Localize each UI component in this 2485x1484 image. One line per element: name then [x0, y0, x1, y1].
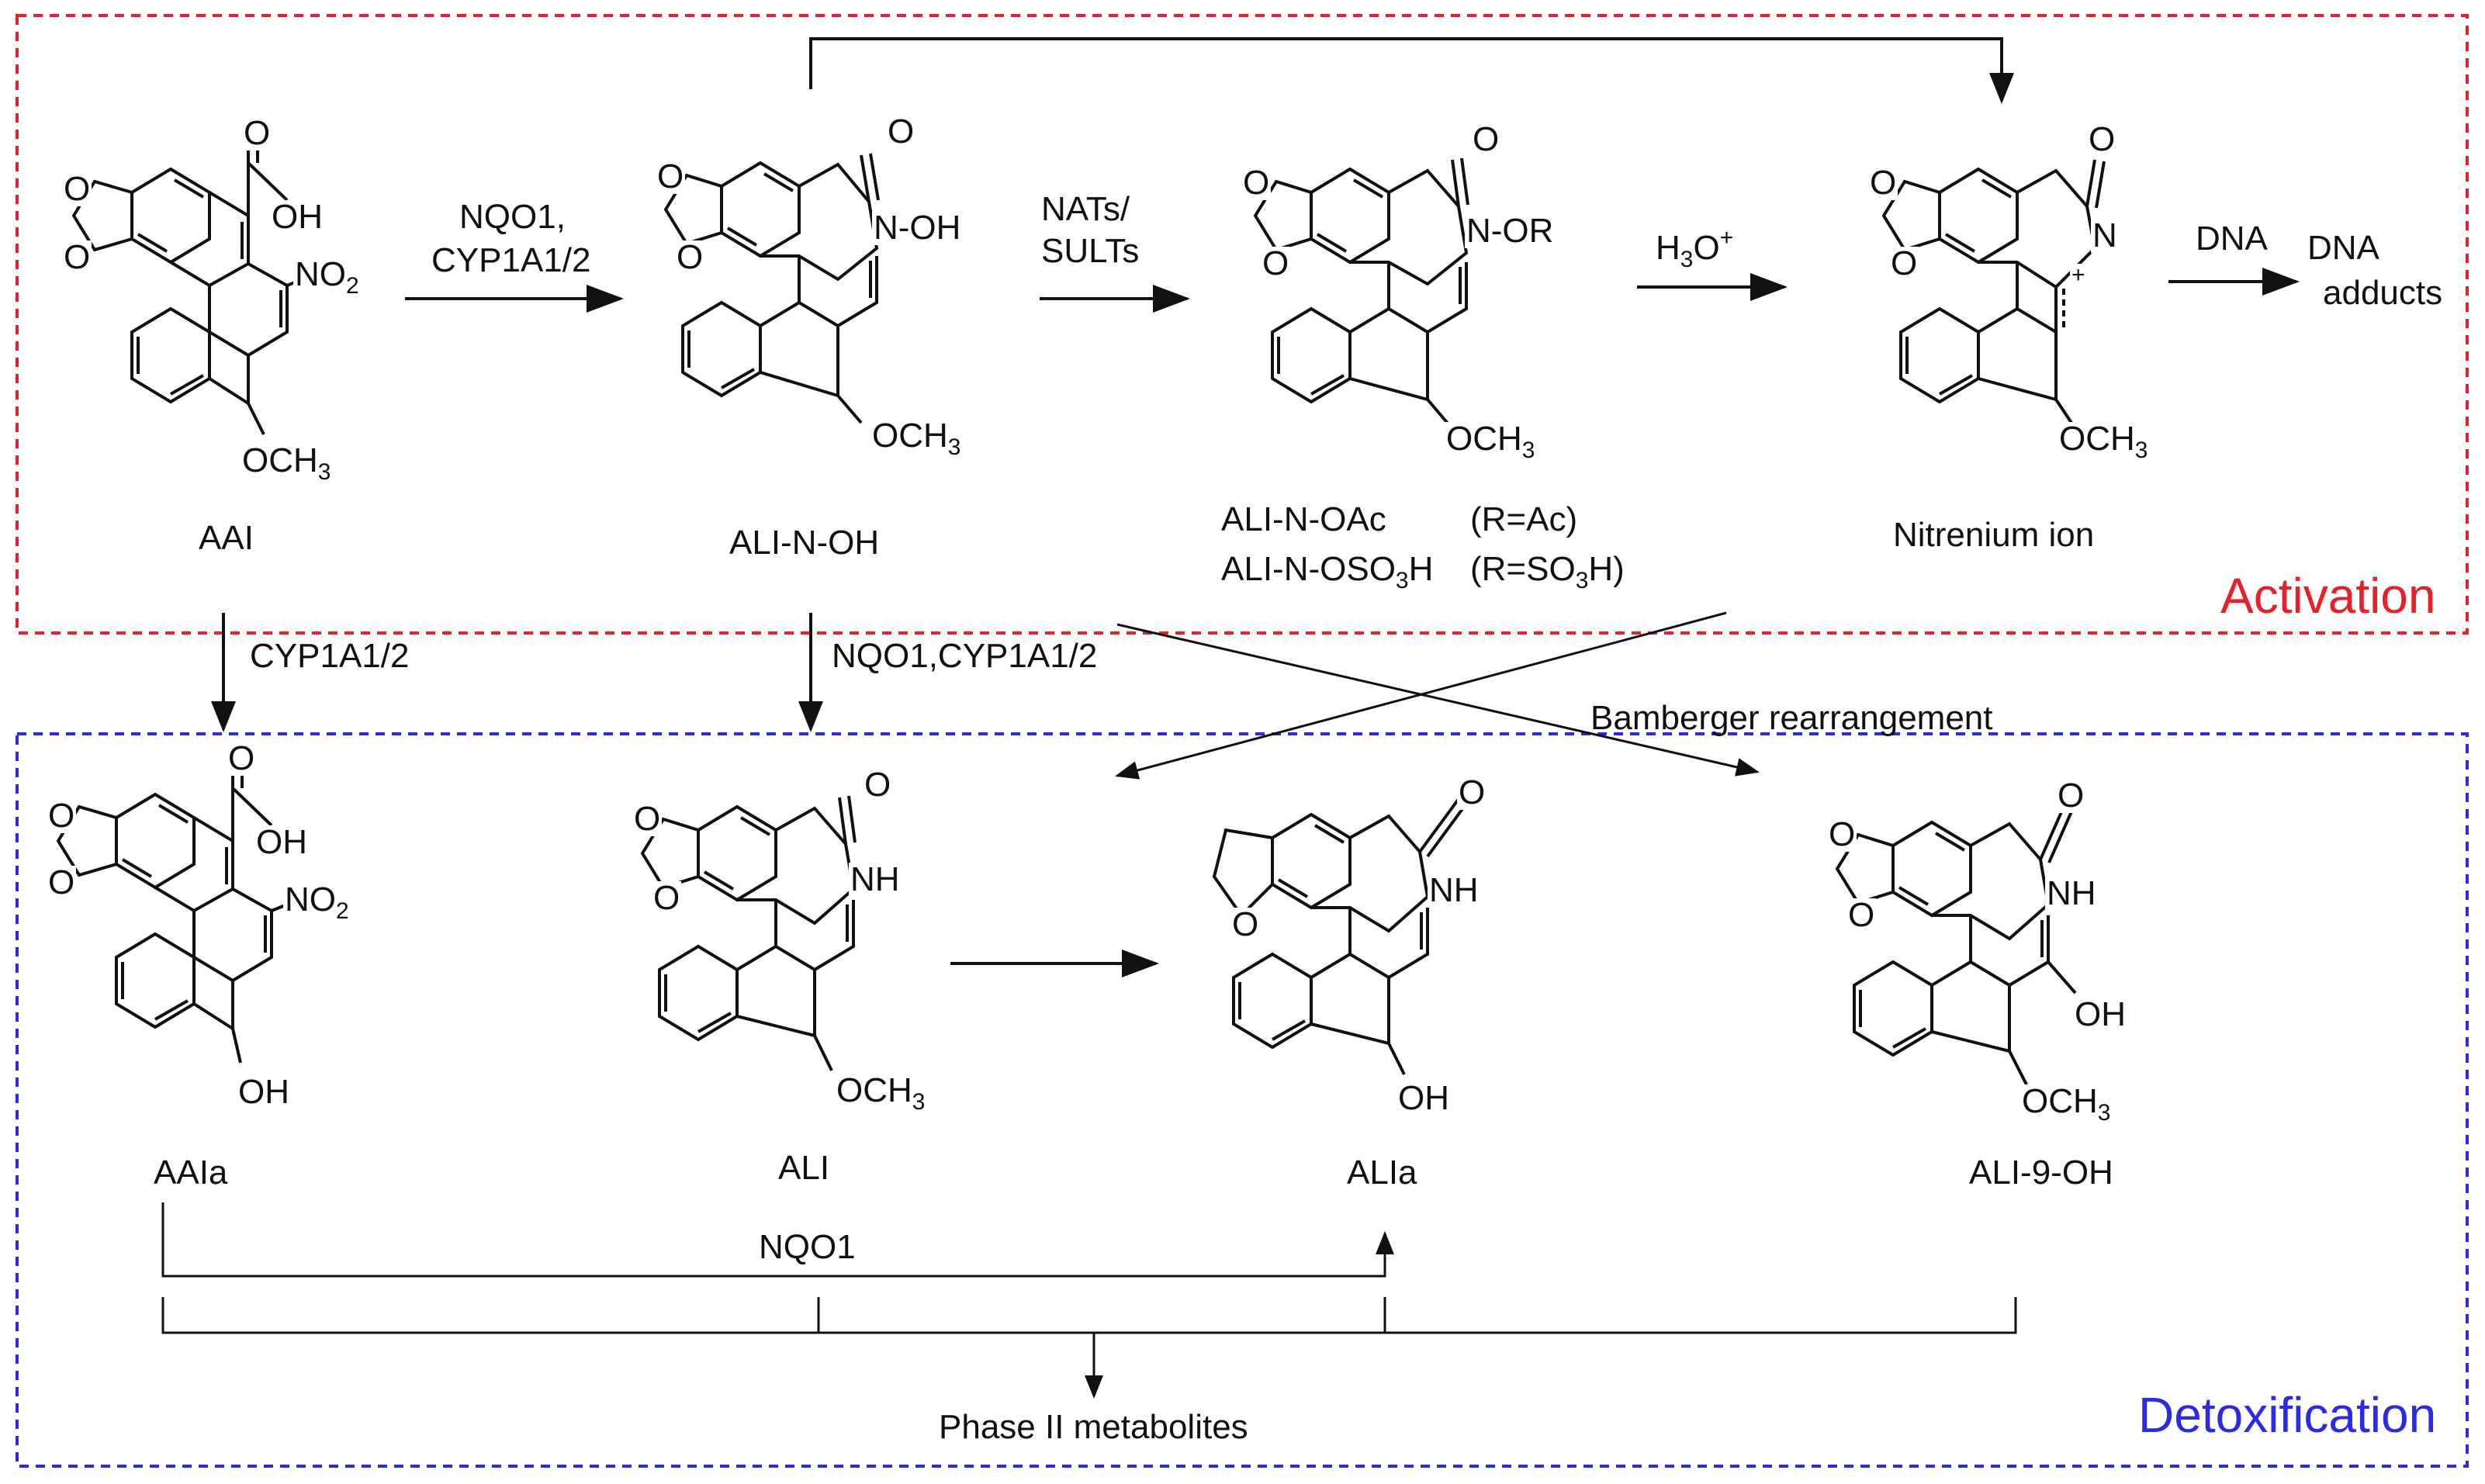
atom-label: NO2 — [293, 255, 361, 299]
compound-label-dna-adducts-1: DNA — [2307, 229, 2379, 267]
reagent-label-dna: DNA — [2196, 220, 2268, 258]
detoxification-region — [16, 732, 2469, 1468]
alia-structure — [1212, 797, 1468, 1075]
atom-label: O — [47, 797, 77, 835]
atom-label: O — [1889, 244, 1919, 282]
atom-label: O — [62, 238, 92, 276]
atom-label: NH — [1428, 871, 1480, 909]
ali-9-oh-structure — [1835, 806, 2077, 1085]
atom-label: O — [2056, 777, 2086, 815]
atom-label: OH — [270, 198, 324, 236]
atom-label: O — [1457, 773, 1487, 811]
atom-label: OH — [254, 823, 309, 861]
compound-label-alia: ALIa — [1347, 1154, 1417, 1192]
region-title-detoxification: Detoxification — [2138, 1387, 2437, 1443]
ali-n-oh-structure — [663, 153, 880, 424]
compound-label-r-so3h: (R=SO3H) — [1470, 550, 1625, 593]
aaia-structure — [56, 757, 303, 1064]
enzyme-label-cyp-down: CYP1A1/2 — [250, 637, 410, 675]
phase2-bracket — [161, 1297, 2017, 1334]
compound-label-ali-9-oh: ALI-9-OH — [1969, 1154, 2113, 1192]
atom-label: NO2 — [283, 880, 351, 924]
atom-label: O — [656, 157, 686, 195]
enzyme-label-cyp: CYP1A1/2 — [431, 241, 591, 279]
aai-structure — [71, 132, 319, 435]
atom-label: O — [1846, 896, 1877, 934]
reagent-label-h3o: H3O+ — [1656, 225, 1734, 272]
nqo1-bracket — [161, 1202, 1394, 1278]
compound-label-ali-n-oac: ALI-N-OAc — [1221, 500, 1386, 538]
compound-label-ali: ALI — [778, 1149, 830, 1187]
ali-n-or-structure — [1253, 157, 1469, 427]
atom-label: O — [1471, 120, 1501, 158]
atom-label: O — [227, 739, 257, 777]
atom-label: NH — [2045, 874, 2098, 912]
atom-label: OCH3 — [1445, 420, 1537, 463]
atom-label: O — [632, 800, 663, 838]
compound-label-dna-adducts-2: adducts — [2323, 274, 2443, 312]
atom-label: O — [1827, 815, 1857, 853]
compound-label-ali-n-oh: ALI-N-OH — [729, 524, 880, 562]
enzyme-label-sults: SULTs — [1041, 232, 1140, 270]
atom-label: O — [652, 879, 682, 917]
arrow-bamberger — [1116, 623, 1760, 777]
atom-label: OCH3 — [870, 417, 963, 460]
atom-label: OCH3 — [2058, 420, 2150, 463]
atom-label: N-OR — [1465, 212, 1556, 250]
atom-label: O — [1868, 164, 1898, 202]
atom-label: O — [863, 766, 893, 804]
enzyme-label-nqo1-bracket: NQO1 — [759, 1228, 856, 1266]
atom-label: OCH3 — [835, 1071, 927, 1115]
compound-label-aai: AAI — [199, 519, 254, 557]
activation-region — [16, 14, 2469, 635]
ali-structure — [640, 795, 857, 1071]
charge-label: + — [2070, 262, 2087, 288]
atom-label: O — [886, 112, 916, 150]
atom-label: O — [1261, 244, 1291, 282]
atom-label: OCH3 — [2020, 1082, 2113, 1126]
atom-label: O — [1230, 905, 1261, 943]
compound-label-r-ac: (R=Ac) — [1470, 500, 1578, 538]
enzyme-label-nqo1: NQO1, — [459, 198, 566, 236]
enzyme-label-nats: NATs/ — [1041, 190, 1130, 228]
enzyme-label-nqo1-cyp-down: NQO1,CYP1A1/2 — [832, 637, 1098, 675]
compound-label-phase2: Phase II metabolites — [939, 1408, 1248, 1446]
atom-label: OCH3 — [241, 441, 333, 485]
atom-label: O — [242, 114, 272, 152]
atom-label: OH — [1397, 1079, 1451, 1117]
atom-label: O — [675, 238, 705, 276]
compound-label-ali-n-oso3h: ALI-N-OSO3H — [1221, 550, 1434, 593]
atom-label: N — [2091, 216, 2119, 254]
atom-label: O — [1241, 164, 1272, 202]
atom-label: O — [62, 170, 92, 208]
atom-label: NH — [849, 860, 902, 898]
atom-label: OH — [2073, 995, 2127, 1033]
atom-label: O — [2087, 120, 2117, 158]
reaction-label-bamberger: Bamberger rearrangement — [1590, 699, 1993, 737]
arrow-ali-n-oh-to-nitrenium — [809, 37, 2014, 104]
atom-label: OH — [237, 1073, 291, 1111]
atom-label: N-OH — [872, 209, 963, 247]
compound-label-nitrenium: Nitrenium ion — [1893, 516, 2095, 554]
atom-label: O — [47, 863, 77, 901]
region-title-activation: Activation — [2220, 568, 2436, 624]
compound-label-aaia: AAIa — [154, 1154, 228, 1192]
nitrenium-structure — [1881, 159, 2106, 427]
